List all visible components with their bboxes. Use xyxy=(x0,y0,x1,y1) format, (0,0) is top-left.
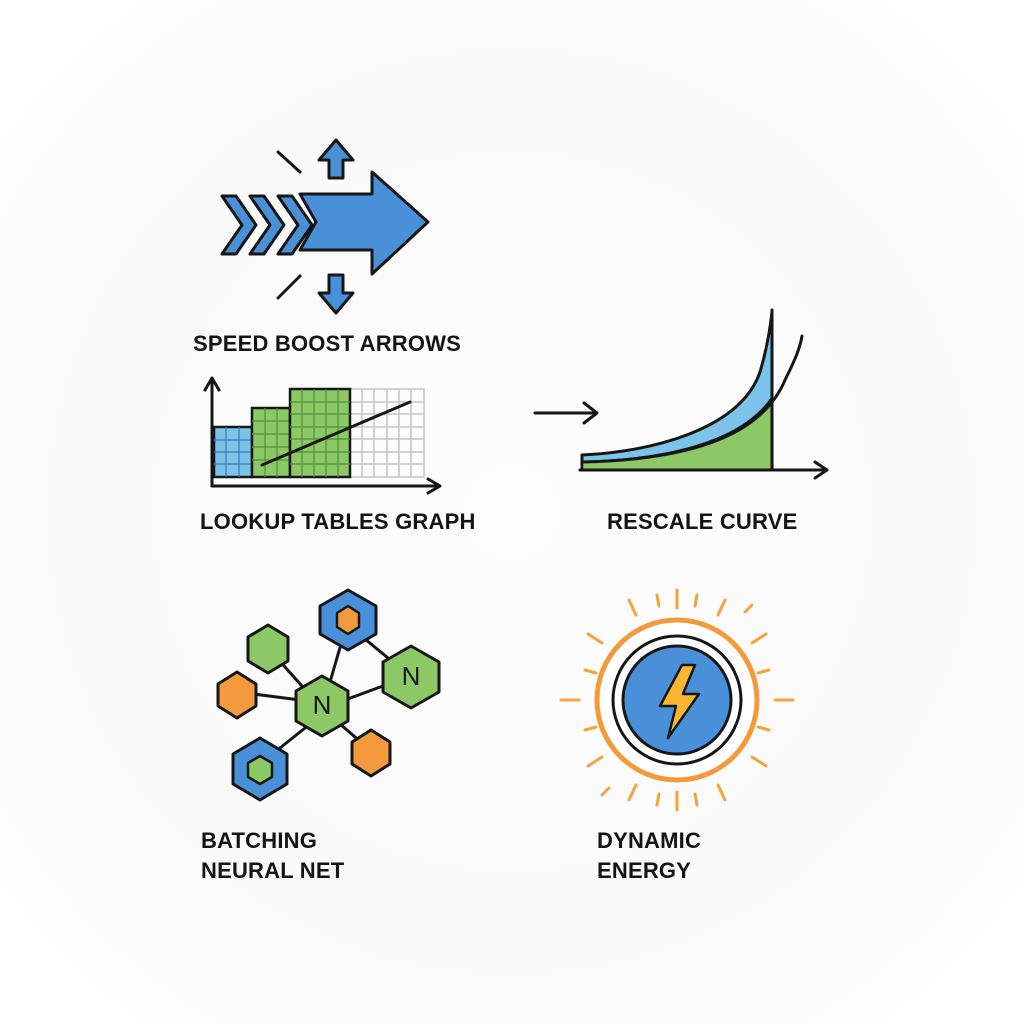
big-arrow xyxy=(298,170,430,276)
lookup-tables-graph-label: LOOKUP TABLES GRAPH xyxy=(200,507,476,537)
chevron-small-2 xyxy=(248,194,286,256)
speed-boost-arrows-label: SPEED BOOST ARROWS xyxy=(193,329,461,359)
batching-neural-net-label-line-1: BATCHING xyxy=(201,828,318,853)
neuron-center-letter: N xyxy=(313,690,332,720)
green-bar-1 xyxy=(250,406,292,479)
dynamic-energy-label: DYNAMIC ENERGY xyxy=(597,826,701,886)
chevron-small-1 xyxy=(220,194,258,256)
rescale-curve-label: RESCALE CURVE xyxy=(607,507,797,537)
neuron-node-center: N xyxy=(294,674,350,738)
speed-boost-arrows-label-line-1: SPEED BOOST ARROWS xyxy=(193,331,462,356)
x-axis-arrow xyxy=(578,460,829,480)
down-arrow xyxy=(317,273,355,315)
neuron-node-left-orange xyxy=(216,670,258,720)
dynamic-energy-icon xyxy=(559,588,795,812)
neuron-node-top-left xyxy=(246,623,290,675)
dynamic-energy-label-line-2: ENERGY xyxy=(597,858,692,883)
empty-grid xyxy=(349,388,425,478)
speed-line-top xyxy=(276,150,302,174)
speed-line-bottom xyxy=(276,274,302,300)
batching-neural-net-icon: N N xyxy=(216,588,441,802)
rescale-curve-icon xyxy=(533,308,829,480)
rescale-curve-label-line-1: RESCALE CURVE xyxy=(607,509,798,534)
neuron-node-bottom-blue xyxy=(231,736,289,802)
chevron-small-3 xyxy=(276,194,314,256)
graph-axes xyxy=(203,376,442,495)
neuron-node-top-blue xyxy=(318,588,378,652)
trend-line xyxy=(260,400,412,467)
speed-boost-arrows-icon xyxy=(220,138,430,315)
neuron-node-bottom-orange xyxy=(350,728,392,778)
lightning-bolt-icon xyxy=(658,663,701,740)
blue-bar xyxy=(212,425,254,479)
neuron-right-letter: N xyxy=(402,661,421,691)
up-arrow xyxy=(317,138,355,180)
lookup-tables-graph-icon xyxy=(203,376,442,495)
green-bar-2 xyxy=(288,387,352,479)
lookup-tables-graph-label-line-1: LOOKUP TABLES GRAPH xyxy=(200,509,476,534)
dynamic-energy-label-line-1: DYNAMIC xyxy=(597,828,702,853)
energy-rays xyxy=(559,588,795,812)
outer-curve xyxy=(580,334,804,464)
pointer-arrow xyxy=(533,401,599,425)
neuron-node-right: N xyxy=(381,644,441,710)
batching-neural-net-label: BATCHING NEURAL NET xyxy=(201,826,344,886)
batching-neural-net-label-line-2: NEURAL NET xyxy=(201,858,345,883)
